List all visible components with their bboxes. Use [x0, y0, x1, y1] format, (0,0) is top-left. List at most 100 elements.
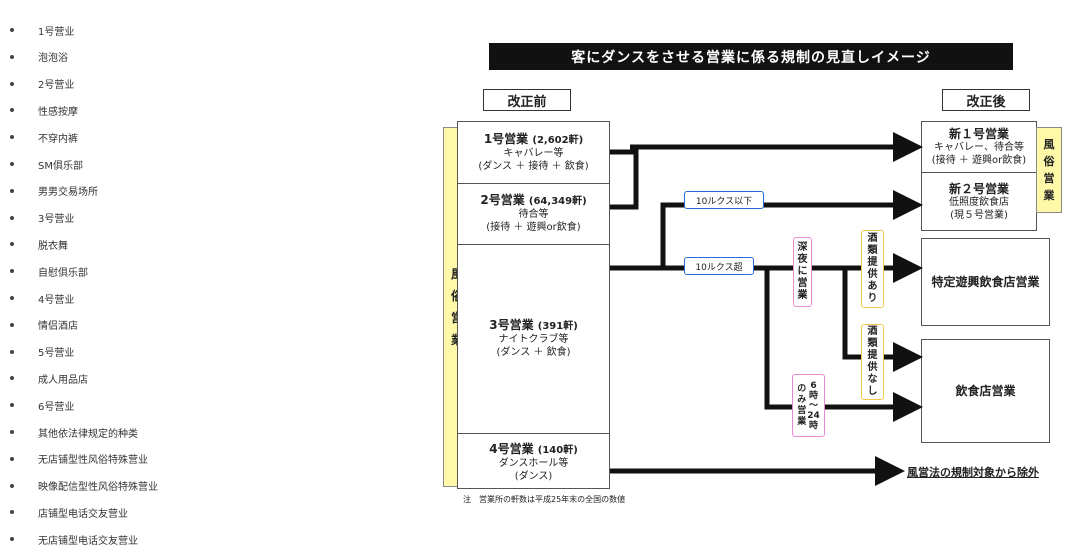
vertical-char: 類	[867, 245, 878, 256]
bullet-icon	[10, 349, 14, 354]
tag-late-night: 深夜に営業	[793, 237, 812, 307]
list-item: SM俱乐部	[0, 154, 240, 174]
list-item-label: 情侣酒店	[38, 321, 78, 333]
list-item: 性感按摩	[0, 100, 240, 120]
list-item-label: 店铺型电话交友营业	[38, 508, 128, 520]
vertical-char: み	[797, 394, 807, 405]
bullet-icon	[10, 483, 14, 488]
list-item: 自慰俱乐部	[0, 261, 240, 281]
bullet-icon	[10, 28, 14, 32]
restaurant-box: 飲食店営業	[921, 339, 1050, 443]
vertical-char: 業	[797, 416, 807, 427]
list-item: 1号营业	[0, 20, 240, 40]
bullet-icon	[10, 430, 14, 434]
bullet-icon	[10, 135, 14, 140]
exclude-text: 風営法の規制対象から除外	[907, 466, 1039, 479]
list-item-label: 性感按摩	[38, 106, 78, 118]
list-item: 其他依法律规定的种类	[0, 422, 240, 442]
vertical-char: 業	[1043, 189, 1055, 202]
bullet-icon	[10, 269, 14, 274]
list-item-label: 映像配信型性风俗特殊营业	[38, 482, 158, 494]
bullet-icon	[10, 456, 14, 461]
bullet-icon	[10, 188, 14, 193]
list-item: 无店铺型性风俗特殊营业	[0, 449, 240, 469]
list-item: 店铺型电话交友营业	[0, 502, 240, 522]
list-item-label: 无店铺型性风俗特殊营业	[38, 455, 148, 467]
business-1-cell: 1号営業 (2,602軒) キャバレー等 (ダンス ＋ 接待 ＋ 飲食)	[458, 122, 609, 184]
vertical-char: 深	[797, 242, 808, 253]
bullet-icon	[10, 403, 14, 408]
vertical-char: 6	[810, 380, 817, 391]
bullet-icon	[10, 162, 14, 166]
list-item-label: 3号营业	[38, 214, 75, 226]
before-label: 改正前	[483, 89, 571, 111]
list-item-label: 成人用品店	[38, 374, 88, 386]
bullet-icon	[10, 296, 14, 300]
list-item-label: 无店铺型电话交友营业	[38, 535, 138, 547]
list-item-label: 6号营业	[38, 401, 75, 413]
tag-10lux-below: 10ルクス以下	[684, 191, 764, 209]
bullet-icon	[10, 510, 14, 515]
vertical-char: 酒	[867, 233, 878, 244]
vertical-char: 風	[1043, 138, 1055, 151]
vertical-char: 時	[808, 390, 818, 401]
list-item: 2号营业	[0, 74, 240, 94]
list-item-label: 自慰俱乐部	[38, 267, 88, 279]
list-item: 泡泡浴	[0, 47, 240, 67]
business-2-cell: 2号営業 (64,349軒) 待合等 (接待 ＋ 遊興or飲食)	[458, 184, 609, 245]
vertical-char: の	[797, 383, 807, 394]
special-entertainment-box: 特定遊興飲食店営業	[921, 238, 1050, 326]
list-item-label: 其他依法律规定的种类	[38, 428, 138, 440]
vertical-char: 供	[867, 362, 878, 373]
list-item: 男男交易场所	[0, 181, 240, 201]
vertical-char: な	[867, 374, 878, 385]
vertical-char: 業	[797, 290, 808, 301]
arrow-to-restaurant-1	[842, 268, 923, 372]
tag-alcohol-yes: 酒類提供あり	[861, 230, 884, 308]
vertical-char: あ	[867, 281, 878, 292]
vertical-char: 夜	[797, 254, 808, 265]
footnote: 注 営業所の軒数は平成25年末の全国の数値	[463, 495, 626, 504]
list-item: 4号营业	[0, 288, 240, 308]
tag-hours-left: のみ営業	[797, 384, 806, 428]
vertical-char: 24	[807, 410, 820, 421]
list-item: 脱衣舞	[0, 234, 240, 254]
vertical-char: 俗	[1043, 155, 1055, 168]
list-item-label: 1号营业	[38, 26, 75, 38]
list-item-label: 不穿内裤	[38, 133, 78, 145]
tag-10lux-above: 10ルクス超	[684, 257, 754, 275]
vertical-char: 時	[808, 420, 818, 431]
bullet-icon	[10, 537, 14, 542]
vertical-char: し	[867, 386, 878, 397]
arrow-segment	[610, 147, 639, 210]
vertical-char: 類	[867, 338, 878, 349]
new-business-1-cell: 新１号営業 キャバレー、待合等 (接待 ＋ 遊興or飲食)	[922, 122, 1036, 173]
bullet-icon	[10, 215, 14, 220]
new-business-2-cell: 新２号営業 低照度飲食店 (現５号営業)	[948, 181, 1009, 221]
vertical-char: 営	[1043, 172, 1055, 185]
list-item: 映像配信型性风俗特殊营业	[0, 476, 240, 496]
list-item: 3号营业	[0, 208, 240, 228]
tag-alcohol-no: 酒類提供なし	[861, 324, 884, 400]
vertical-char: 〜	[808, 400, 818, 411]
list-item-label: SM俱乐部	[38, 160, 83, 172]
list-item: 不穿内裤	[0, 127, 240, 147]
list-item-label: 泡泡浴	[38, 53, 68, 65]
list-item: 5号营业	[0, 342, 240, 362]
list-item-label: 5号营业	[38, 348, 75, 360]
arrow-to-restaurant-2	[764, 268, 923, 422]
vertical-char: 供	[867, 269, 878, 280]
bullet-icon	[10, 242, 14, 247]
list-item: 情侣酒店	[0, 315, 240, 335]
vertical-char: 営	[797, 278, 808, 289]
business-3-cell: 3号営業 (391軒) ナイトクラブ等 (ダンス ＋ 飲食)	[458, 245, 609, 434]
bullet-icon	[10, 108, 14, 113]
after-fuzoku-table: 新１号営業 キャバレー、待合等 (接待 ＋ 遊興or飲食) 新２号営業 低照度飲…	[921, 121, 1037, 231]
vertical-char: に	[797, 266, 808, 277]
right-fuzoku-label: 風俗営業	[1036, 127, 1062, 213]
list-item: 6号营业	[0, 395, 240, 415]
list-item: 无店铺型电话交友营业	[0, 529, 240, 549]
